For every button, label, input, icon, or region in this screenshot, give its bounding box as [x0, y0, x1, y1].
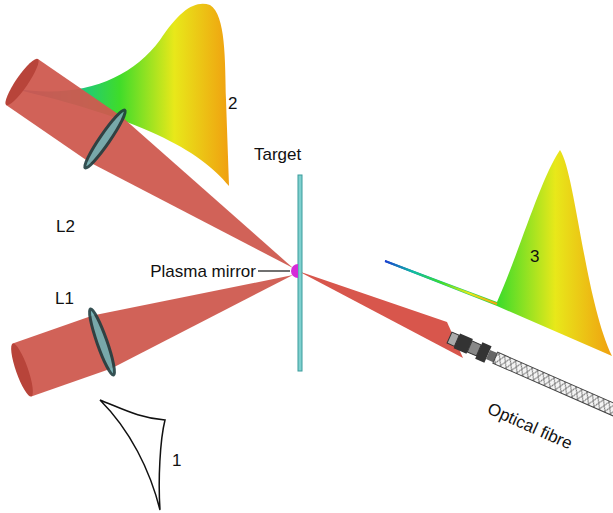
- optical-fibre: [446, 329, 613, 430]
- target: [298, 175, 302, 371]
- part-label: L1: [55, 290, 74, 307]
- leader-line: [258, 270, 290, 271]
- lens-l2: [81, 107, 129, 170]
- callout-number: 2: [228, 95, 237, 112]
- beam-upper: [6, 59, 293, 268]
- callout-number: 1: [172, 452, 181, 469]
- beam-lower: [13, 275, 293, 396]
- callout-number: 3: [530, 248, 539, 265]
- plasma-mirror: [291, 264, 298, 278]
- beam-output: [298, 271, 463, 358]
- part-label: Optical fibre: [485, 400, 575, 452]
- lens-l1: [86, 307, 119, 376]
- part-label: Target: [254, 146, 301, 163]
- part-label: L2: [56, 218, 75, 235]
- pulse-1: [100, 400, 165, 510]
- part-label: Plasma mirror: [150, 263, 256, 280]
